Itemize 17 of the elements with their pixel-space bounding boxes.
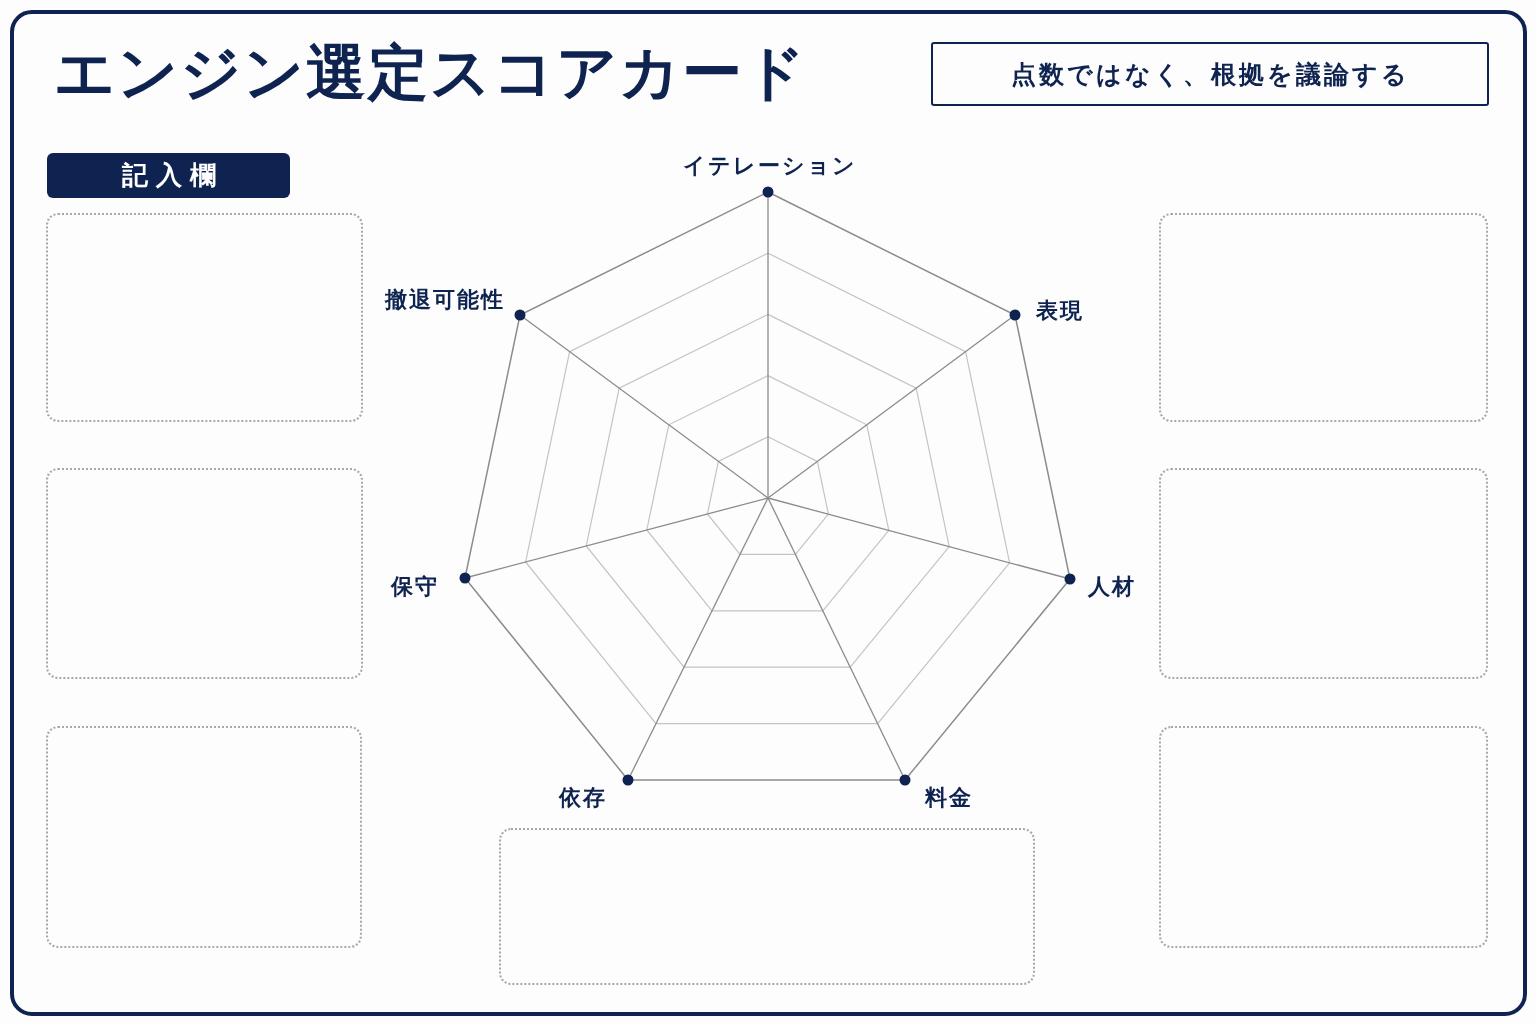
- title: エンジン選定スコアカード: [54, 36, 807, 109]
- axis-label: 依存: [559, 784, 607, 812]
- answer-box: [1159, 468, 1488, 679]
- axis-label: イテレーション: [683, 152, 857, 180]
- answer-box: [46, 213, 363, 422]
- axis-label: 人材: [1088, 573, 1136, 601]
- section-badge: 記入欄: [47, 153, 290, 198]
- axis-label: 表現: [1036, 297, 1084, 325]
- answer-box: [46, 468, 363, 679]
- answer-box: [1159, 726, 1488, 948]
- answer-box: [46, 726, 362, 948]
- axis-label: 料金: [925, 784, 973, 812]
- axis-label: 保守: [391, 573, 439, 601]
- answer-box: [1159, 213, 1488, 422]
- axis-label: 撤退可能性: [385, 286, 505, 314]
- answer-box: [499, 828, 1035, 985]
- note-box: 点数ではなく、根拠を議論する: [931, 42, 1489, 106]
